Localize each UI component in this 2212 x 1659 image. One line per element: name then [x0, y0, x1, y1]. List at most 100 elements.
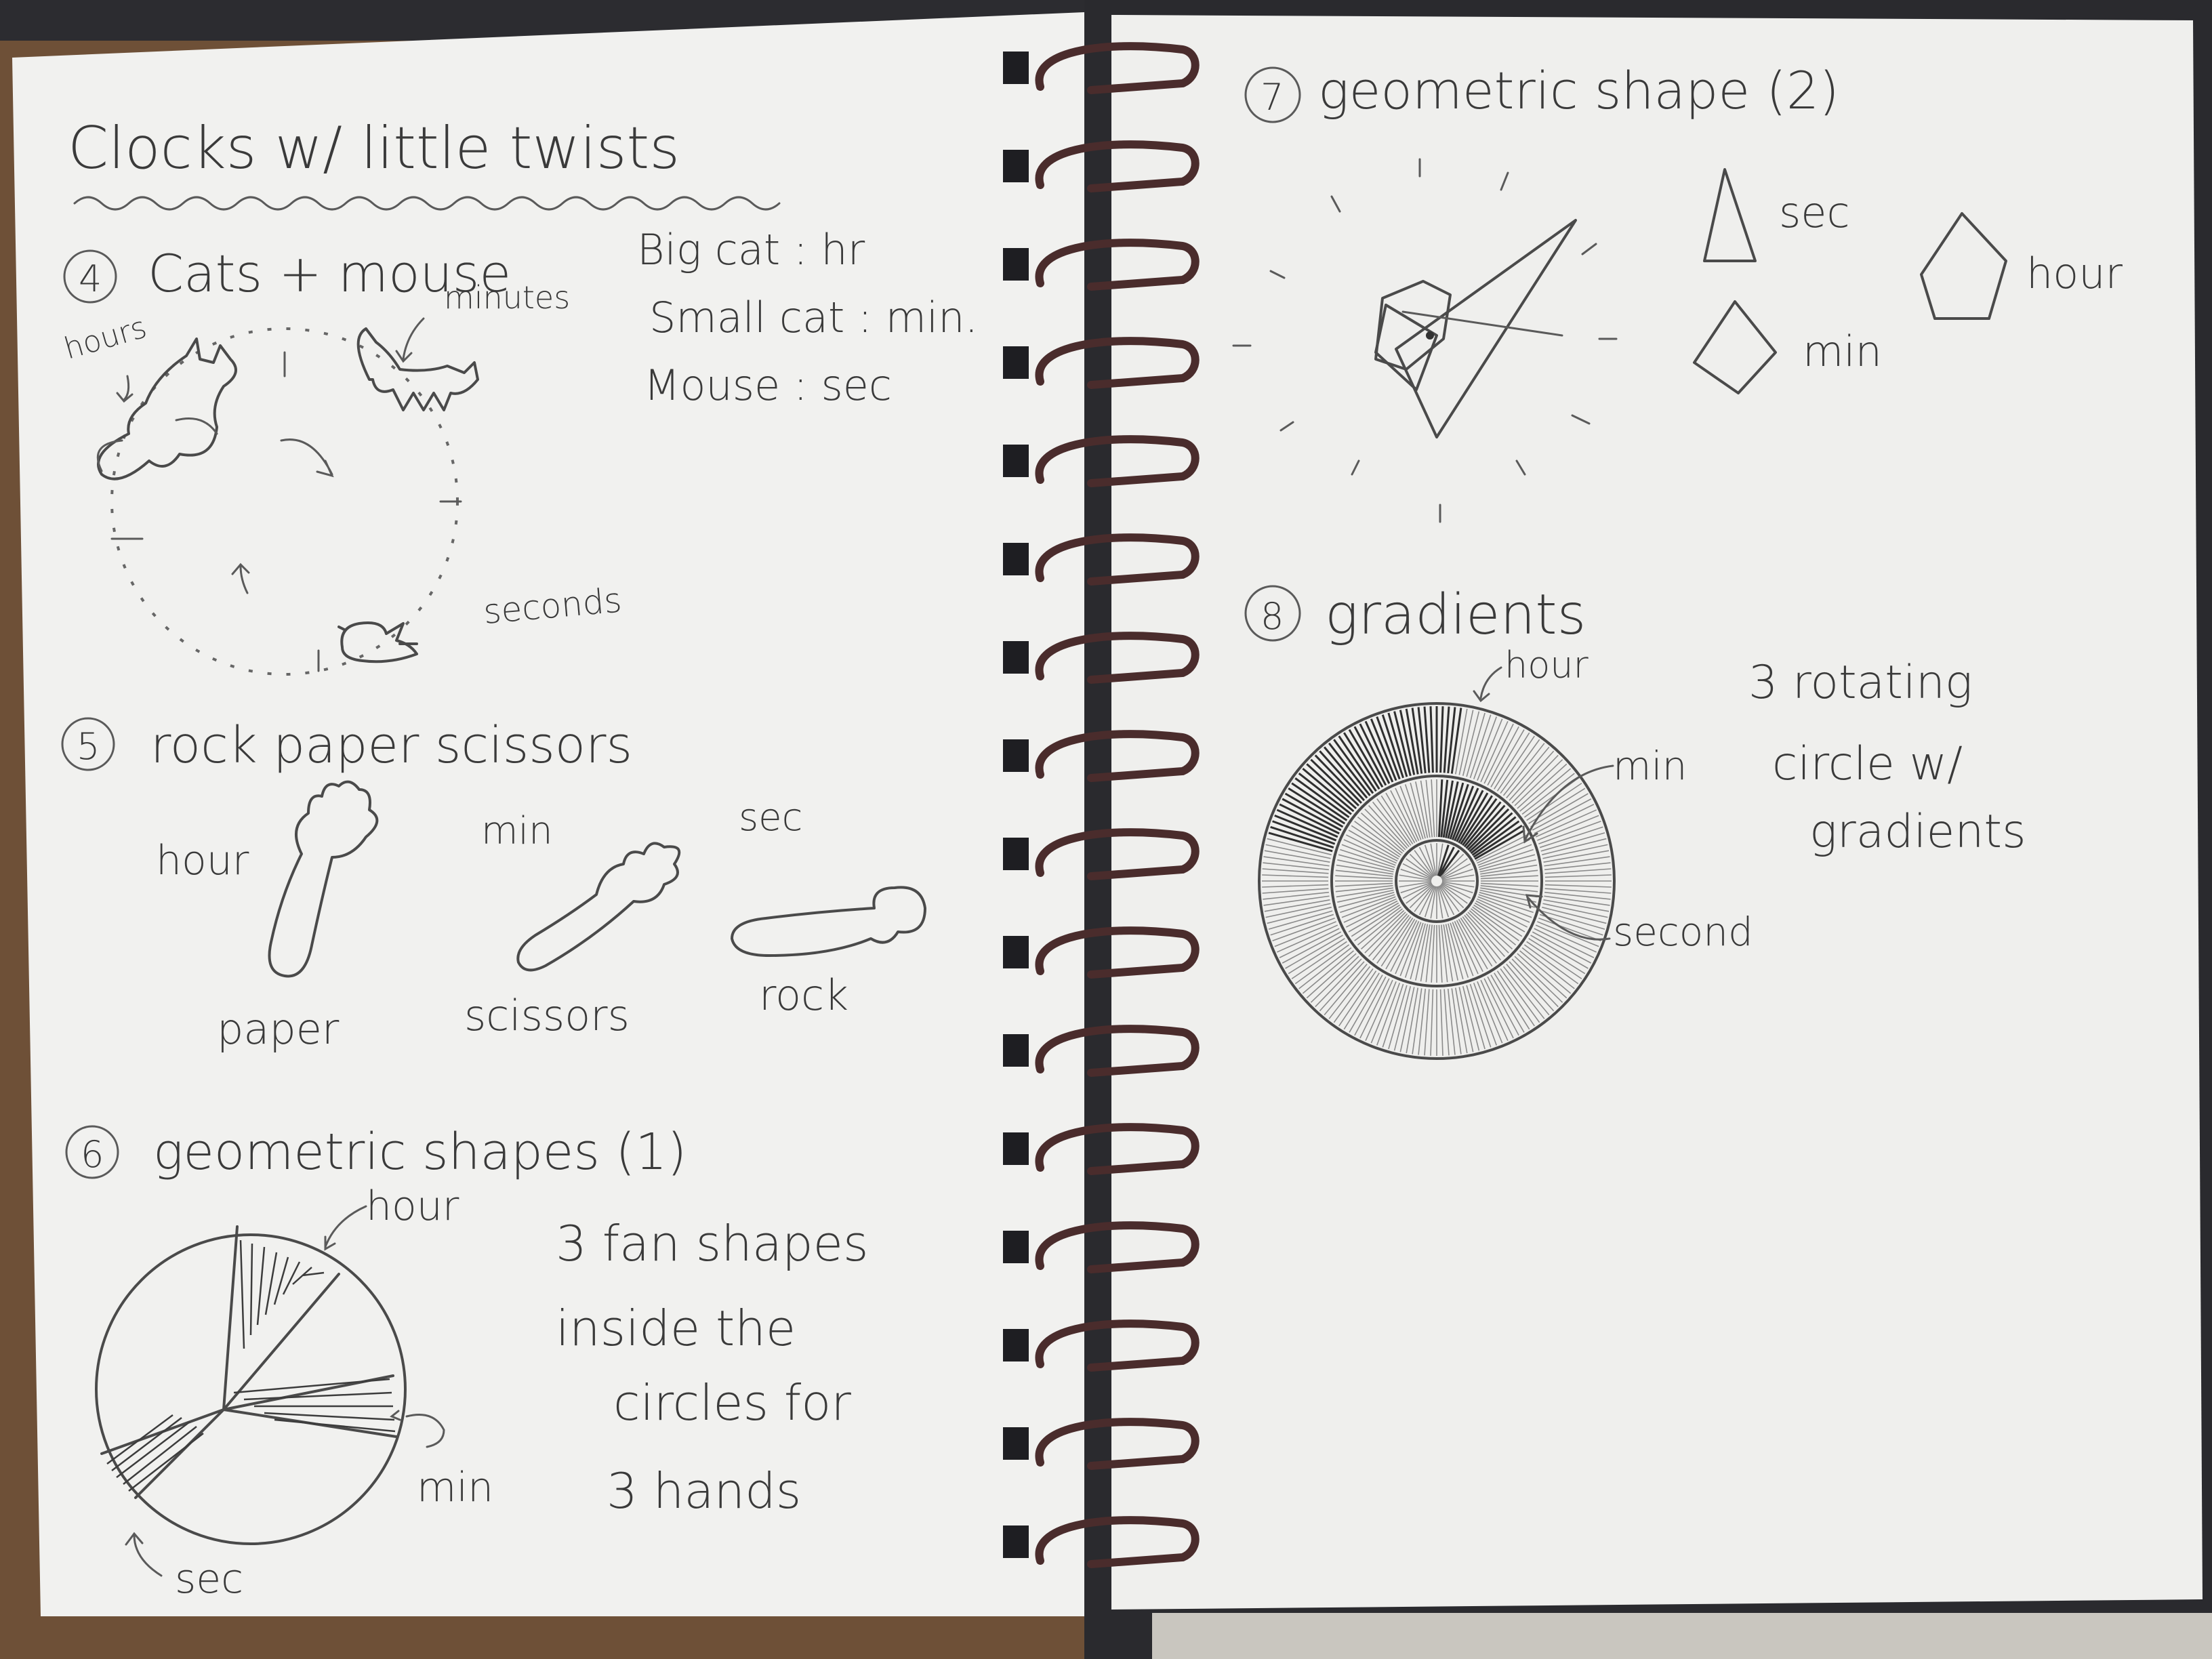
- spiral-coil: [1035, 140, 1200, 192]
- binding-hole: [1003, 1132, 1029, 1165]
- mouse-drawing: [337, 621, 418, 663]
- binding-hole: [1003, 1231, 1029, 1263]
- section-7-heading: geometric shape (2): [1318, 60, 1839, 121]
- spiral-coil: [1035, 632, 1200, 684]
- note-fan-2: inside the: [556, 1300, 796, 1357]
- gradient-inner-circle: [1395, 839, 1479, 923]
- binding-hole: [1003, 1525, 1029, 1558]
- right-page: [1111, 15, 2203, 1610]
- binding-hole: [1003, 641, 1029, 674]
- label-hour-rps: hour: [156, 837, 249, 884]
- spiral-coil: [1035, 42, 1200, 94]
- spiral-coil: [1035, 337, 1200, 389]
- note-fan-4: 3 hands: [607, 1462, 801, 1519]
- minutes-arrow: [395, 317, 425, 363]
- section-6-number: 6: [81, 1133, 104, 1176]
- section-7-number: 7: [1261, 76, 1284, 119]
- fan-hatching: [106, 1240, 396, 1492]
- clockwise-arrow: [280, 438, 334, 478]
- label-minutes: minutes: [444, 279, 570, 316]
- label-sec-fan: sec: [175, 1555, 243, 1603]
- section-5-number: 5: [77, 725, 100, 768]
- label-min-fan: min: [417, 1464, 493, 1511]
- geo-hour-pentagon: [1374, 280, 1452, 371]
- section-6-heading: geometric shapes (1): [153, 1123, 687, 1181]
- note-gradient-1: 3 rotating: [1748, 656, 1973, 710]
- binding-hole: [1003, 543, 1029, 575]
- spiral-coil: [1035, 239, 1200, 291]
- title-underline: [73, 196, 781, 211]
- gradient-middle-circle: [1330, 775, 1543, 987]
- binding-hole: [1003, 52, 1029, 84]
- label-min-shape: min: [1803, 327, 1882, 376]
- section-8-circle: [1244, 585, 1301, 642]
- binding-hole: [1003, 1034, 1029, 1067]
- spiral-coil: [1035, 1123, 1200, 1175]
- geo-clock-center: [1426, 331, 1434, 340]
- gradient-outer-circle: [1258, 702, 1616, 1060]
- section-4-circle: [63, 249, 117, 304]
- section-5-heading: rock paper scissors: [150, 716, 632, 775]
- second-gradient-arrow: [1525, 894, 1611, 941]
- note-gradient-2: circle w/: [1772, 737, 1963, 791]
- binding-hole: [1003, 150, 1029, 182]
- note-fan-1: 3 fan shapes: [556, 1215, 868, 1272]
- gradient-clock: [1258, 702, 1616, 1060]
- section-8-number: 8: [1261, 595, 1284, 638]
- spiral-binding: [1003, 42, 1200, 1568]
- small-arrow: [231, 562, 250, 594]
- spiral-coil: [1035, 435, 1200, 487]
- min-gradient-arrow: [1522, 764, 1614, 844]
- hour-gradient-arrow: [1473, 666, 1502, 703]
- label-rock: rock: [759, 970, 848, 1020]
- note-big-cat: Big cat : hr: [637, 225, 865, 274]
- spiral-coil: [1035, 1221, 1200, 1273]
- legend-triangle: [1703, 168, 1757, 262]
- rock-fist-drawing: [731, 886, 926, 957]
- fan-clock-face: [95, 1233, 407, 1545]
- big-cat-drawing: [97, 337, 237, 480]
- spiral-coil: [1035, 730, 1200, 782]
- note-fan-3: circles for: [613, 1374, 851, 1431]
- note-small-cat: Small cat : min.: [649, 293, 978, 342]
- section-8-heading: gradients: [1325, 583, 1586, 647]
- geo-clock-ticks: [1232, 158, 1618, 523]
- left-page: [12, 12, 1084, 1616]
- small-cat-drawing: [356, 327, 479, 411]
- label-min-rps: min: [481, 809, 553, 853]
- geo-extra-line: [1401, 310, 1563, 337]
- cat-clock-ticks: [110, 351, 462, 672]
- note-mouse: Mouse : sec: [644, 361, 892, 410]
- section-4-number: 4: [79, 258, 102, 300]
- geo-sec-triangle: [1395, 219, 1577, 438]
- scissors-hand-drawing: [516, 842, 681, 972]
- label-paper: paper: [217, 1004, 340, 1054]
- section-4-heading: Cats + mouse: [148, 243, 511, 304]
- spiral-coil: [1035, 828, 1200, 880]
- page-title: Clocks w/ little twists: [68, 115, 680, 182]
- page-stack-edge: [1152, 1613, 2212, 1659]
- label-scissors: scissors: [464, 991, 630, 1040]
- min-fan-arrow: [390, 1410, 445, 1448]
- binding-hole: [1003, 248, 1029, 281]
- binding-hole: [1003, 346, 1029, 379]
- paper-hand-drawing: [268, 780, 379, 978]
- label-hour-gradient: hour: [1504, 644, 1589, 687]
- hour-fan-arrow: [324, 1205, 367, 1251]
- note-gradient-3: gradients: [1809, 805, 2026, 859]
- geo-min-diamond: [1374, 304, 1438, 391]
- big-cat-details: [96, 417, 218, 472]
- binding-hole: [1003, 1329, 1029, 1361]
- section-7-circle: [1244, 66, 1301, 123]
- spiral-coil: [1035, 1418, 1200, 1470]
- sec-fan-arrow: [125, 1532, 163, 1577]
- label-sec-shape: sec: [1779, 188, 1850, 237]
- binding-hole: [1003, 739, 1029, 772]
- binding-hole: [1003, 1427, 1029, 1460]
- section-6-circle: [65, 1125, 119, 1179]
- label-second-gradient: second: [1613, 909, 1753, 955]
- legend-diamond: [1693, 300, 1777, 394]
- label-hour-shape: hour: [2026, 249, 2123, 298]
- spiral-coil: [1035, 1319, 1200, 1372]
